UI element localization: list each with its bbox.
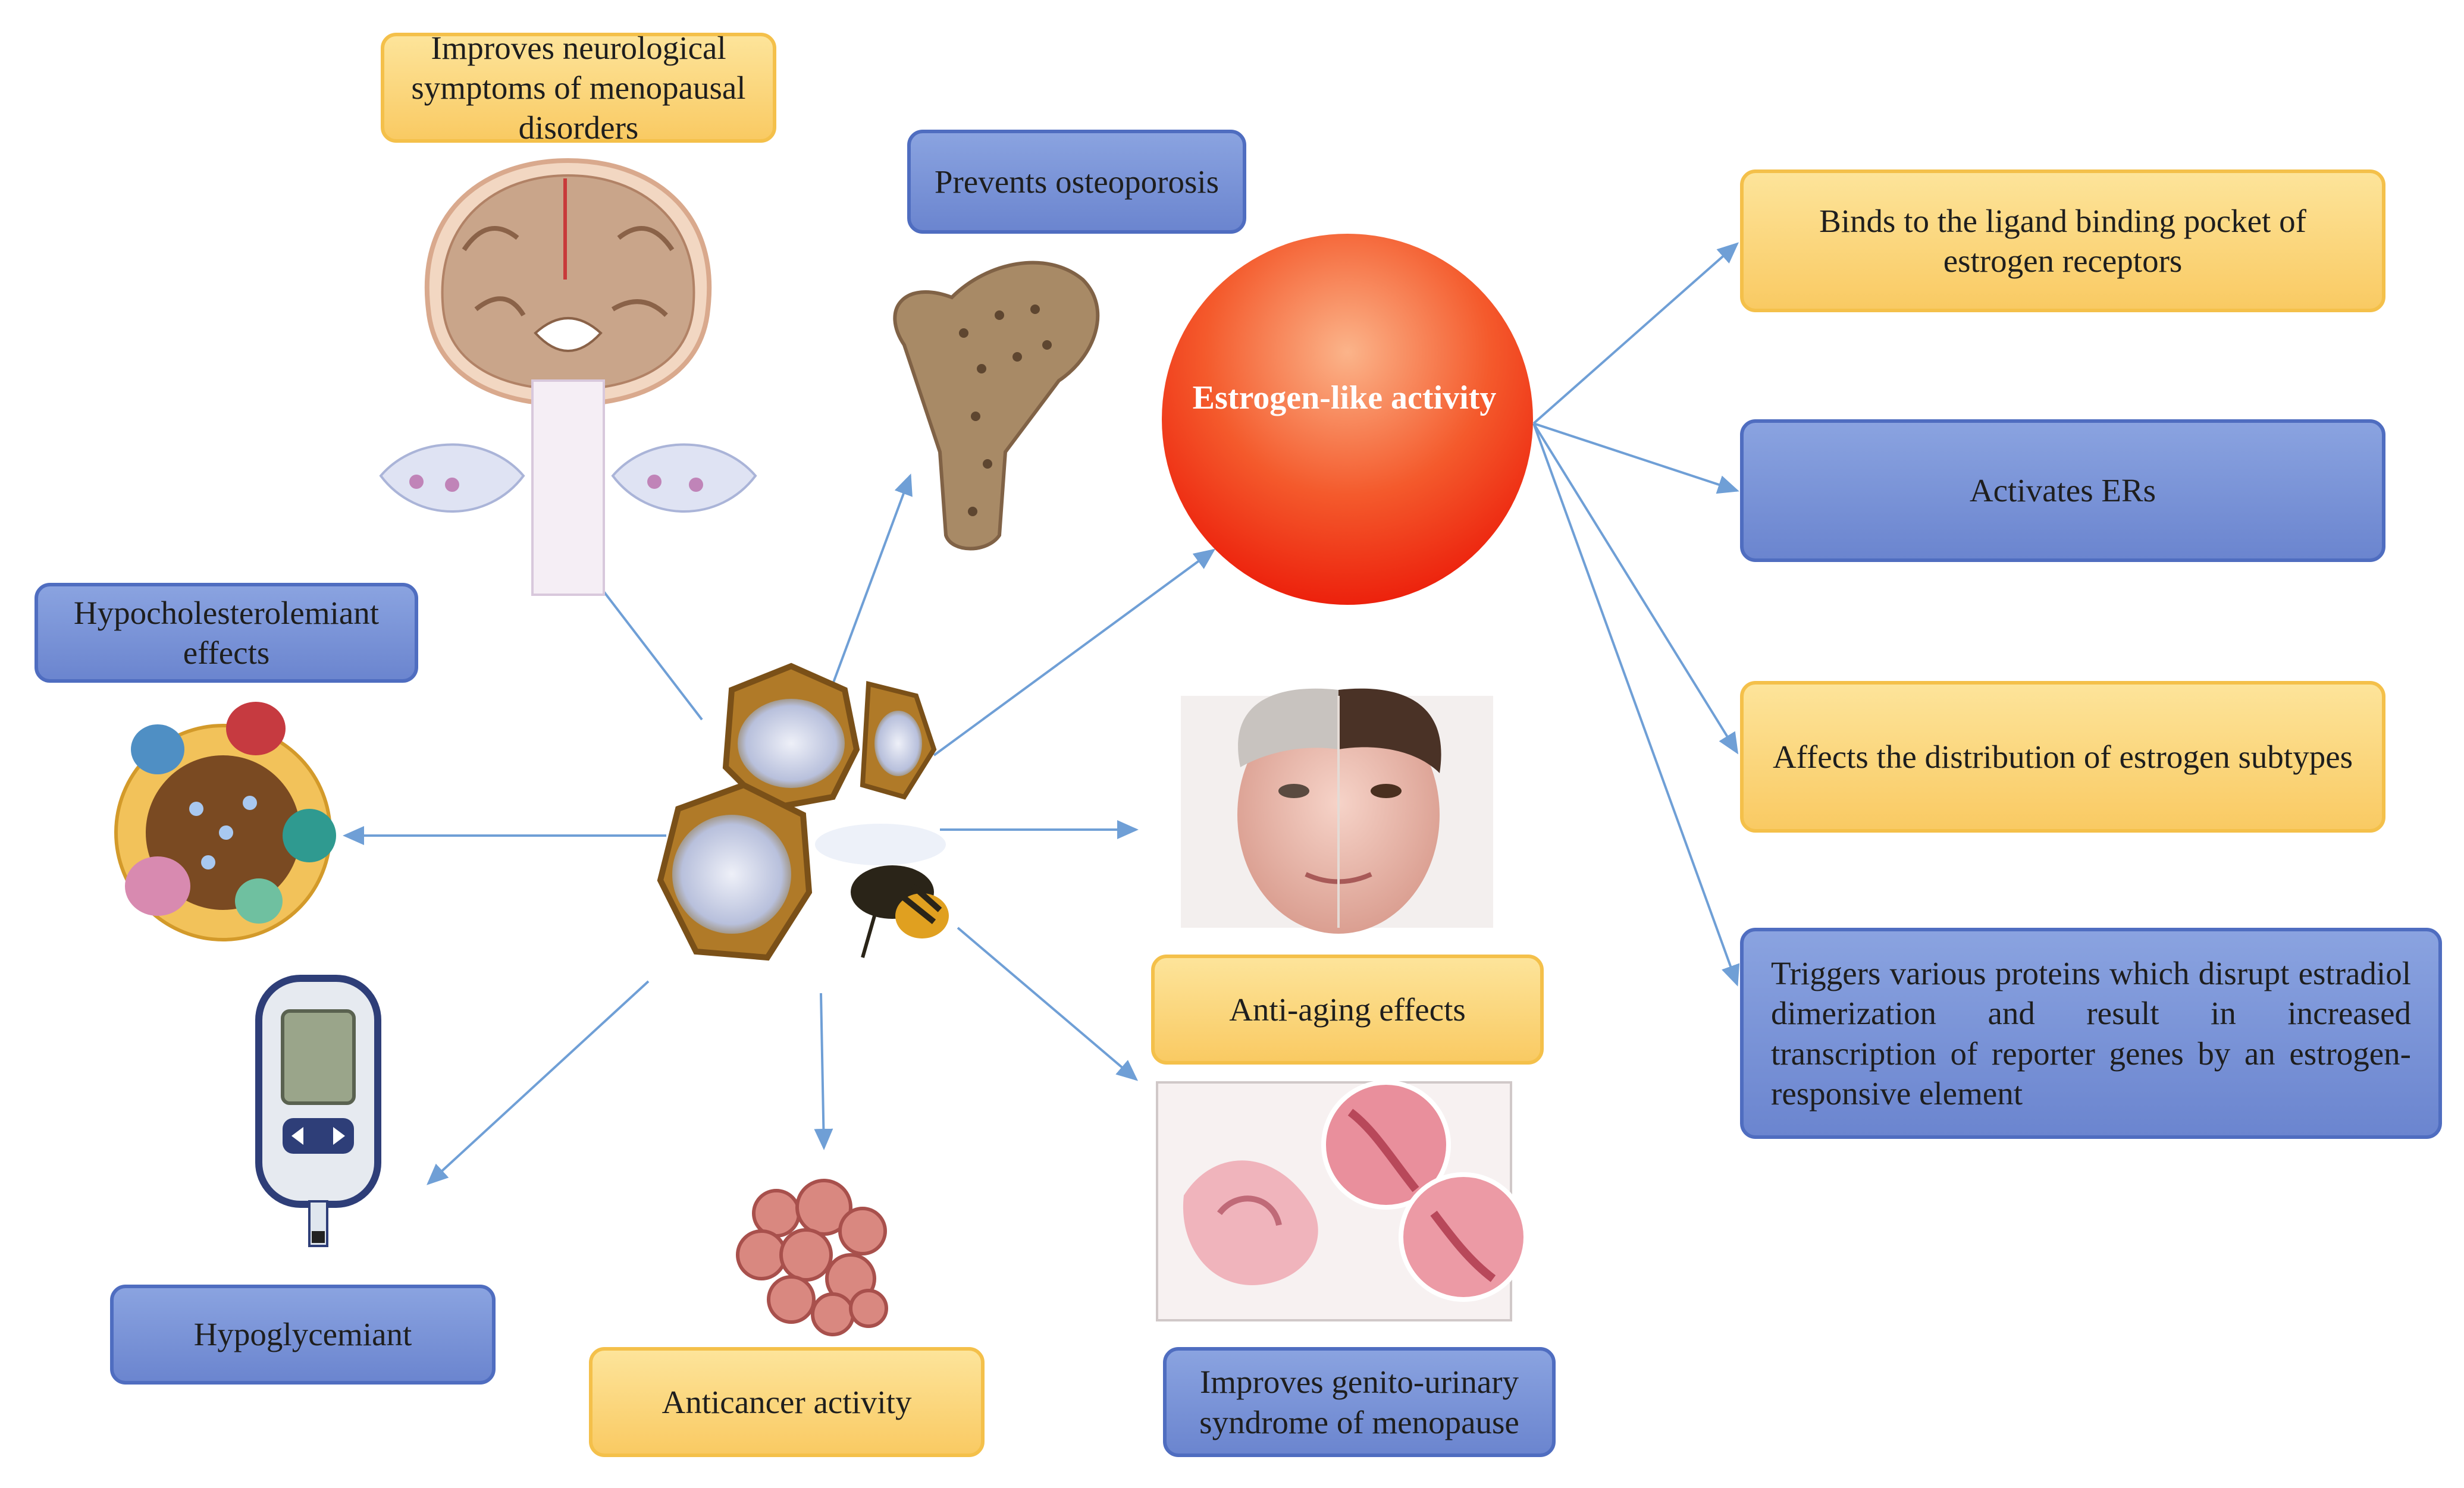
brain-icon bbox=[379, 158, 757, 596]
mechanism-binds-box: Binds to the ligand binding pocket of es… bbox=[1740, 169, 2385, 312]
royal-jelly-bee-icon bbox=[657, 663, 949, 961]
genitourinary-box: Improves genito-urinary syndrome of meno… bbox=[1163, 1347, 1556, 1457]
mechanism-distribution-box: Affects the distribution of estrogen sub… bbox=[1740, 681, 2385, 833]
glucometer-icon bbox=[255, 975, 381, 1247]
hypocholesterolemiant-box: Hypocholesterolemiant effects bbox=[35, 583, 418, 683]
osteoporosis-box: Prevents osteoporosis bbox=[907, 130, 1246, 234]
bone-icon bbox=[893, 260, 1100, 551]
genitourinary-image bbox=[1156, 1080, 1528, 1321]
estrogen-like-activity-label: Estrogen-like activity bbox=[1192, 379, 1497, 416]
hypoglycemiant-box: Hypoglycemiant bbox=[110, 1285, 496, 1385]
face-image bbox=[1181, 688, 1493, 934]
mechanism-activates-box: Activates ERs bbox=[1740, 419, 2385, 562]
estrogen-circle bbox=[1162, 234, 1533, 605]
neurological-box: Improves neurological symptoms of menopa… bbox=[381, 30, 776, 146]
mechanism-triggers-box: Triggers various proteins which disrupt … bbox=[1740, 928, 2442, 1139]
lipoprotein-icon bbox=[114, 702, 336, 941]
anticancer-box: Anticancer activity bbox=[589, 1347, 985, 1457]
cancer-cells-icon bbox=[736, 1179, 888, 1336]
arrows bbox=[343, 242, 1740, 1185]
anti-aging-box: Anti-aging effects bbox=[1151, 955, 1544, 1065]
